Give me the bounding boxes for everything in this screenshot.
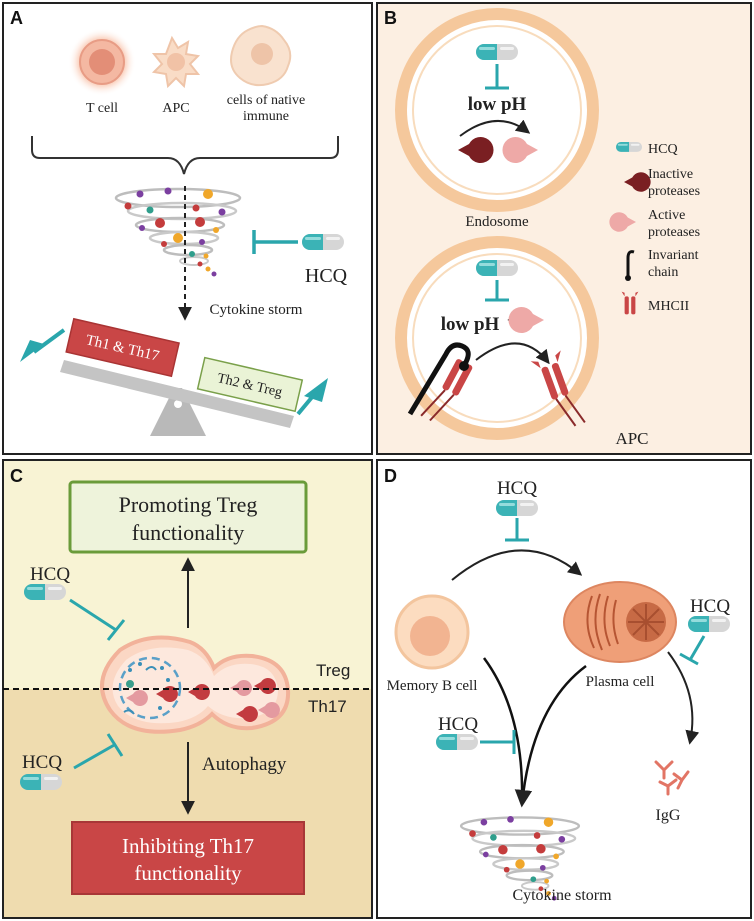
legend-invariant-label-2: chain [648, 265, 678, 280]
hcq-capsule-d-right [688, 616, 730, 632]
native-cell-label-2: immune [243, 109, 289, 124]
inhibiting-th17-label-2: functionality [134, 861, 242, 885]
storm-label-a: Cytokine storm [210, 302, 303, 318]
legend-hcq-icon [616, 142, 643, 152]
th2-box: Th2 & Treg [196, 356, 304, 413]
hcq-label-a: HCQ [305, 265, 348, 287]
panel-d: D HCQ Memory B cell Plasma cell HCQ [376, 459, 752, 919]
igg-antibodies [654, 760, 690, 796]
hcq-capsule-a [302, 234, 344, 250]
panel-a-letter: A [10, 8, 23, 28]
activation-arrow-2 [475, 342, 550, 365]
th17-label: Th17 [308, 697, 347, 716]
igg-label: IgG [656, 807, 681, 824]
promoting-treg-label-2: functionality [132, 520, 244, 545]
apc-label-b: APC [615, 429, 648, 448]
inhibit-line-c-bottom [73, 742, 117, 770]
panel-c-letter: C [10, 466, 23, 486]
legend-invariant-label-1: Invariant [648, 248, 699, 263]
panel-b-letter: B [384, 8, 397, 28]
low-ph-label-1: low pH [468, 94, 527, 115]
down-arrow-head [20, 340, 44, 362]
fulcrum-pin [174, 400, 182, 408]
legend-active-label-2: proteases [648, 225, 700, 240]
legend-invariant-icon [626, 250, 635, 276]
hcq-capsule-d-mid [436, 734, 478, 750]
inhibit-bar-d-right [679, 652, 699, 666]
t-cell-label: T cell [86, 101, 118, 116]
endosome-top [395, 8, 599, 212]
hcq-label-d-right: HCQ [690, 596, 730, 617]
legend-active-label-1: Active [648, 208, 685, 223]
up-arrow-head [304, 378, 328, 402]
igg-arrow [667, 651, 700, 745]
legend-mhcii-label: MHCII [648, 299, 690, 314]
hcq-label-d-mid: HCQ [438, 714, 478, 735]
legend-inactive-label-2: proteases [648, 184, 700, 199]
treg-label: Treg [316, 661, 350, 680]
mhcii-right [530, 350, 586, 427]
down-arrow-shaft [32, 328, 66, 354]
th1-box: Th1 & Th17 [65, 317, 180, 378]
plasma-label: Plasma cell [586, 674, 655, 690]
legend-hcq-label: HCQ [648, 142, 678, 157]
inhibit-line-c-top [69, 598, 117, 632]
low-ph-label-2: low pH [441, 314, 500, 335]
panel-a-frame [2, 2, 373, 455]
hcq-capsule-c-top [24, 584, 66, 600]
panel-a: A T cell APC cells of native immune HCQ … [2, 2, 373, 455]
inhibit-bar-c-top [106, 619, 126, 641]
hcq-capsule-c-bottom [20, 774, 62, 790]
differentiation-arrow [451, 549, 583, 581]
apc-label: APC [162, 101, 189, 116]
plasma-to-storm-arrow [514, 664, 587, 808]
panel-c: C Promoting Treg functionality HCQ Treg [2, 459, 373, 919]
hcq-capsule-d-top [496, 500, 538, 516]
legend: HCQ Inactive proteases Active proteases … [609, 142, 700, 315]
balance-fulcrum [150, 388, 206, 436]
autophagy-label: Autophagy [202, 754, 287, 775]
t-cell-nucleus [89, 49, 115, 75]
mhcii-left [420, 359, 473, 422]
autophagosome-ring [118, 656, 182, 720]
inhibiting-th17-box [71, 821, 305, 895]
panel-d-letter: D [384, 466, 397, 486]
invariant-chain [407, 342, 471, 416]
promoting-treg-label-1: Promoting Treg [119, 492, 258, 517]
memory-b-label: Memory B cell [387, 678, 478, 694]
native-cell-label-1: cells of native [227, 93, 306, 108]
endosome-label: Endosome [465, 214, 529, 230]
memory-to-storm-arrow [482, 657, 524, 803]
hcq-capsule-b1 [476, 44, 518, 60]
panel-b: B low pH Endosome low pH + [376, 2, 752, 455]
activation-arrow-1 [459, 119, 531, 137]
promoting-treg-box [68, 480, 308, 554]
apc-nucleus [167, 53, 185, 71]
memory-b-nucleus [410, 616, 450, 656]
native-cell-nucleus [251, 43, 273, 65]
inhibit-line-d-right [688, 635, 706, 661]
storm-label-d: Cytokine storm [512, 887, 612, 904]
hcq-label-d-top: HCQ [497, 478, 537, 499]
legend-inactive-label-1: Inactive [648, 167, 693, 182]
inhibit-bar-c-bottom [106, 733, 124, 757]
grouping-brace [31, 136, 339, 175]
hcq-label-c-top: HCQ [30, 564, 70, 585]
balance-beam [60, 360, 294, 428]
hcq-capsule-b2 [476, 260, 518, 276]
hcq-label-c-bottom: HCQ [22, 752, 62, 773]
inhibiting-th17-label-1: Inhibiting Th17 [122, 834, 254, 858]
